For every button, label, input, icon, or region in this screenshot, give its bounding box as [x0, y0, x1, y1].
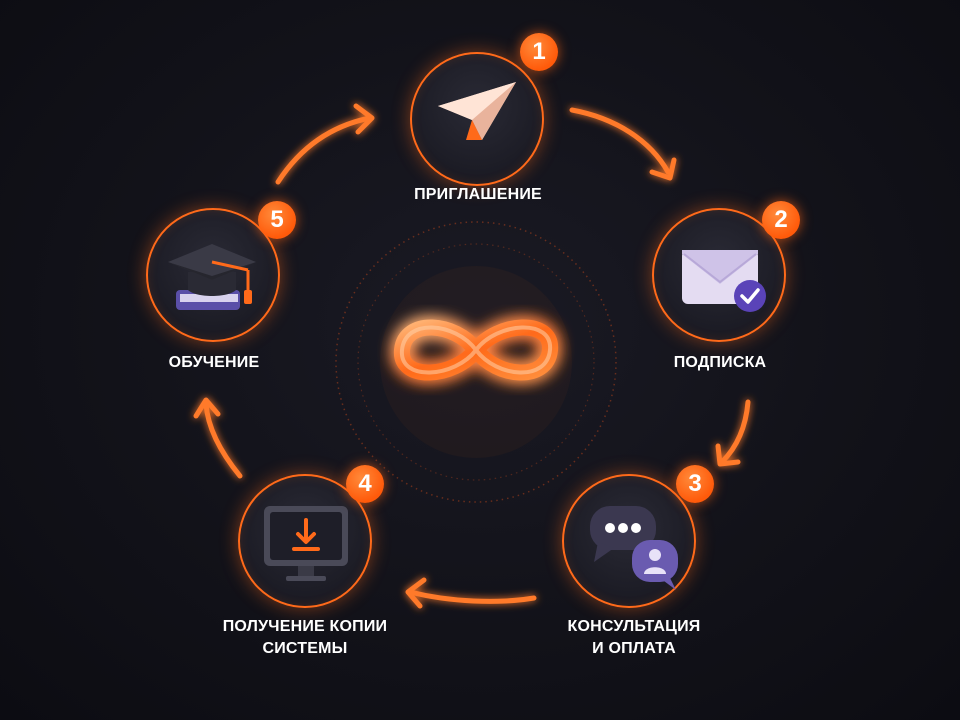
step-1-label: ПРИГЛАШЕНИЕ — [414, 186, 542, 203]
step-2-circle[interactable] — [652, 208, 786, 342]
step-3-circle[interactable] — [562, 474, 696, 608]
chat-user-icon — [590, 506, 678, 590]
step-5-label: ОБУЧЕНИЕ — [168, 354, 260, 371]
inner-dotted-ring — [357, 243, 595, 481]
envelope-check-icon — [682, 250, 766, 312]
step-5-circle[interactable] — [146, 208, 280, 342]
arrow-1-to-2 — [569, 107, 677, 181]
step-3-label: КОНСУЛЬТАЦИЯ И ОПЛАТА — [567, 618, 701, 657]
step-2-badge: 2 — [762, 201, 800, 239]
step-4-circle[interactable] — [238, 474, 372, 608]
step-5-badge: 5 — [258, 201, 296, 239]
arrow-2-to-3 — [715, 399, 751, 467]
outer-dotted-ring — [335, 221, 617, 503]
arrow-5-to-1 — [275, 103, 375, 185]
monitor-download-icon — [264, 506, 348, 581]
paper-plane-icon — [438, 82, 516, 140]
step-1-badge: 1 — [520, 33, 558, 71]
arrow-3-to-4 — [405, 577, 537, 609]
step-4-label: ПОЛУЧЕНИЕ КОПИИ СИСТЕМЫ — [222, 618, 388, 657]
step-1-circle[interactable] — [410, 52, 544, 186]
step-2-label: ПОДПИСКА — [673, 354, 767, 371]
step-4-badge: 4 — [346, 465, 384, 503]
graduation-cap-icon — [168, 244, 256, 310]
arrow-4-to-5 — [193, 397, 243, 479]
infinity-icon — [394, 319, 558, 381]
step-3-badge: 3 — [676, 465, 714, 503]
